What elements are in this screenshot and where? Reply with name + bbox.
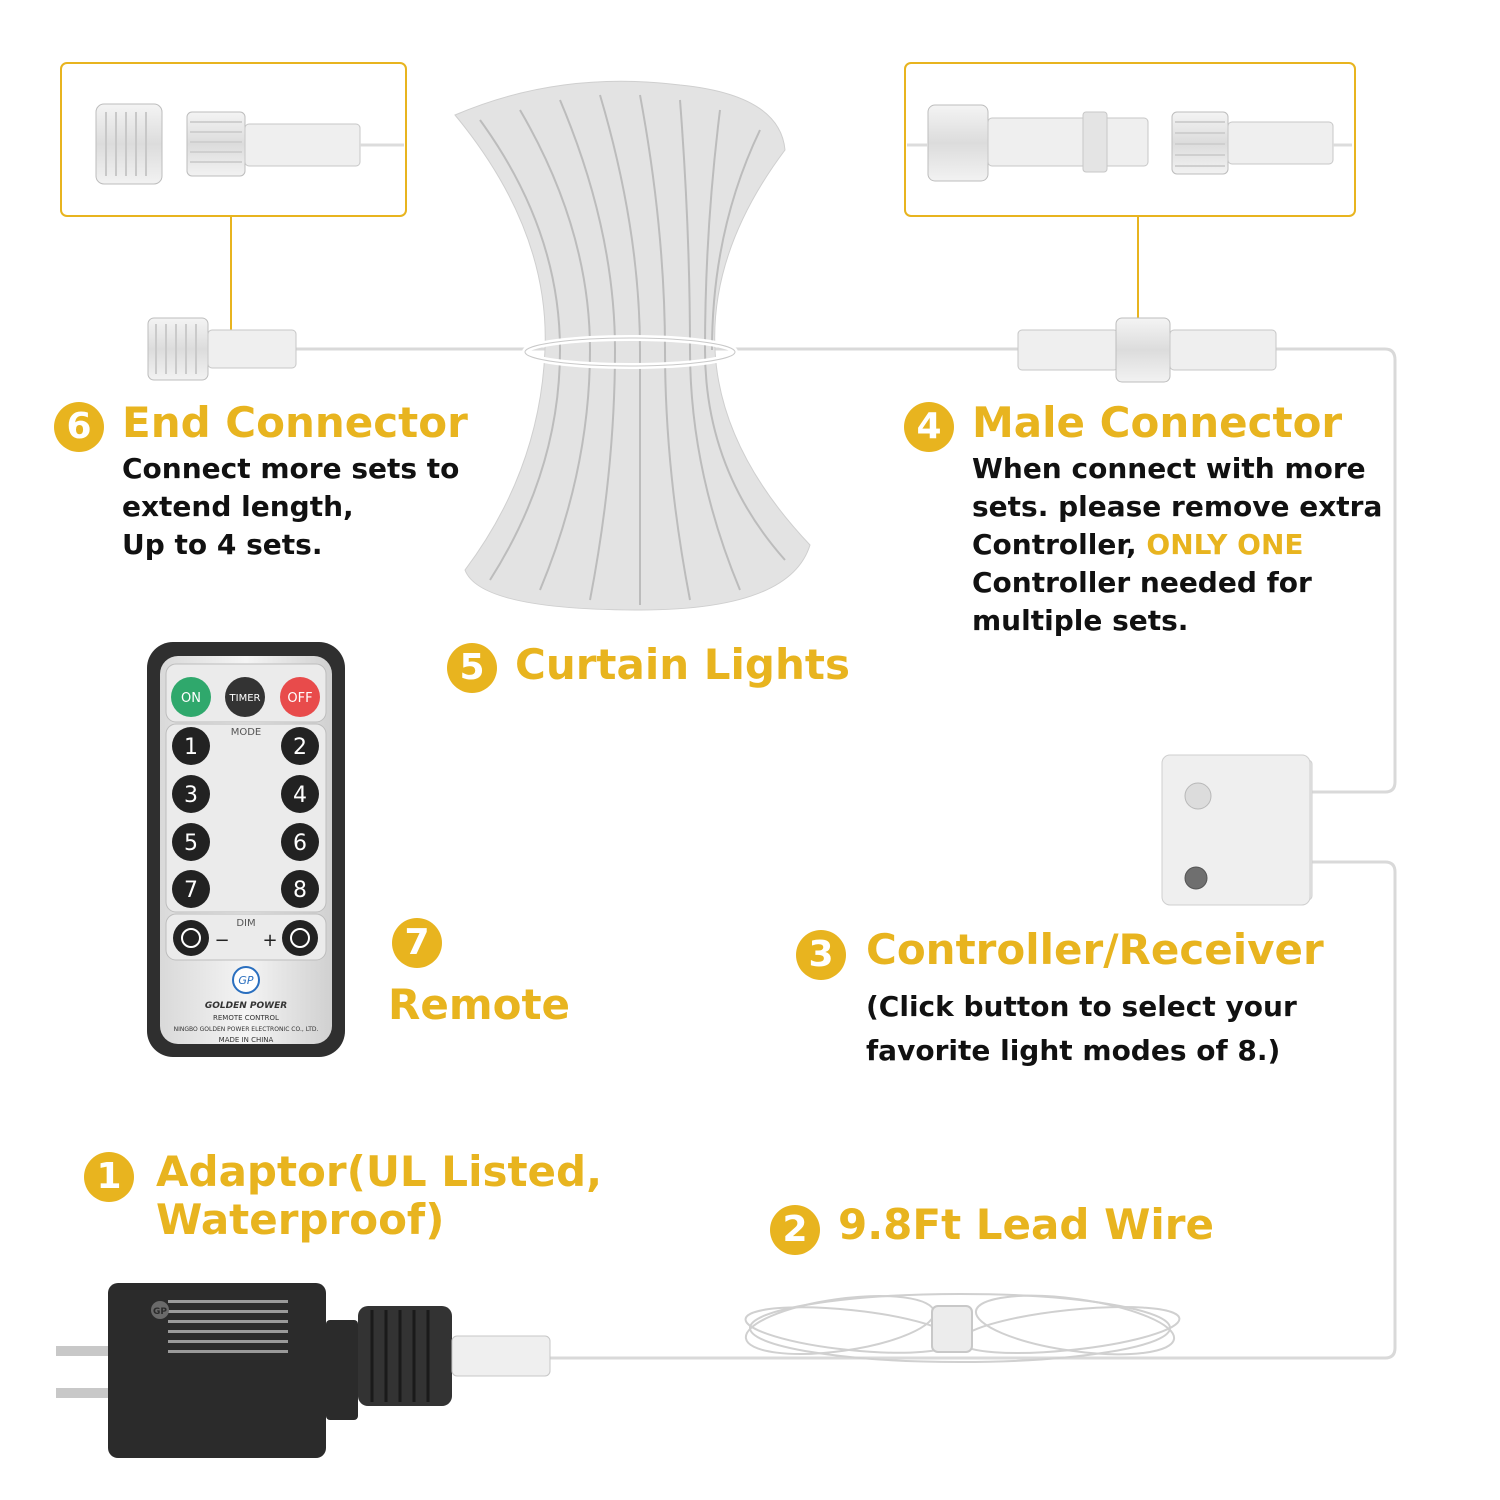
remote-subtitle: REMOTE CONTROL: [213, 1014, 279, 1022]
remote-control-icon: [147, 642, 345, 1057]
remote-dim-label: DIM: [236, 918, 255, 929]
remote-brand: GOLDEN POWER: [205, 1001, 287, 1011]
end-connector-line-1: Connect more sets to: [122, 452, 460, 485]
end-connector-line-2: extend length,: [122, 490, 354, 523]
controller-receiver-icon: [1161, 754, 1313, 906]
male-connector-line-3-prefix: Controller,: [972, 528, 1147, 561]
remote-key-6: 6: [293, 831, 307, 856]
remote-timer-label: TIMER: [229, 693, 261, 704]
controller-line-1: (Click button to select your: [866, 990, 1297, 1023]
remote-off-label: OFF: [287, 691, 312, 706]
curtain-lights-number-badge: 5: [447, 643, 497, 693]
male-connector-line-4: Controller needed for: [972, 566, 1312, 599]
adaptor-title-line-1: Adaptor(UL Listed,: [156, 1147, 603, 1196]
controller-mode-button: [1184, 782, 1212, 810]
lead-wire-coil-icon: [744, 1293, 1181, 1363]
male-connector-number-badge: 4: [904, 402, 954, 452]
remote-key-2: 2: [293, 735, 307, 760]
remote-key-1: 1: [184, 735, 198, 760]
end-cap-detail-icon: [95, 103, 163, 185]
male-connector-title: Male Connector: [972, 398, 1343, 447]
remote-mode-label: MODE: [231, 727, 262, 738]
remote-origin: MADE IN CHINA: [219, 1036, 274, 1044]
controller-line-2: favorite light modes of 8.): [866, 1034, 1281, 1067]
male-connector-detail-box: [904, 62, 1356, 217]
adaptor-number-badge: 1: [84, 1152, 134, 1202]
end-connector-title: End Connector: [122, 398, 468, 447]
end-connector-number-badge: 6: [54, 402, 104, 452]
only-one-highlight: ONLY ONE: [1146, 528, 1304, 561]
male-connector-line-1: When connect with more: [972, 452, 1366, 485]
remote-dim-plus: +: [262, 930, 277, 951]
remote-dim-minus: −: [214, 930, 229, 951]
remote-key-8: 8: [293, 878, 307, 903]
remote-key-5: 5: [184, 831, 198, 856]
lead-wire-number-badge: 2: [770, 1205, 820, 1255]
adaptor-title-line-2: Waterproof): [156, 1195, 445, 1244]
lead-wire-title: 9.8Ft Lead Wire: [838, 1200, 1214, 1249]
remote-on-label: ON: [181, 691, 201, 706]
male-connector-description: When connect with more sets. please remo…: [972, 450, 1382, 640]
remote-title: Remote: [388, 980, 571, 1029]
adaptor-icon: GP: [56, 1283, 551, 1458]
adaptor-title: Adaptor(UL Listed, Waterproof): [156, 1148, 602, 1244]
male-connector-line-5: multiple sets.: [972, 604, 1189, 637]
end-connector-description: Connect more sets to extend length, Up t…: [122, 450, 459, 564]
remote-logo: GP: [238, 974, 254, 987]
end-connector-detail-box: [60, 62, 407, 217]
end-connector-icon: [147, 317, 297, 381]
remote-number-badge: 7: [392, 918, 442, 968]
curtain-lights-title: Curtain Lights: [515, 640, 850, 689]
end-connector-line-3: Up to 4 sets.: [122, 528, 323, 561]
remote-key-7: 7: [184, 878, 198, 903]
controller-sensor: [1184, 866, 1208, 890]
remote-key-4: 4: [293, 783, 307, 808]
male-connector-line-2: sets. please remove extra: [972, 490, 1383, 523]
controller-description: (Click button to select your favorite li…: [866, 985, 1297, 1073]
controller-number-badge: 3: [796, 930, 846, 980]
male-connector-line-3: Controller, ONLY ONE: [972, 526, 1382, 564]
female-plug-detail-icon: [1171, 111, 1352, 175]
remote-company: NINGBO GOLDEN POWER ELECTRONIC CO., LTD.: [174, 1026, 319, 1033]
remote-key-3: 3: [184, 783, 198, 808]
male-plug-detail-icon: [907, 104, 1149, 182]
end-plug-detail-icon: [186, 111, 404, 177]
male-connector-icon: [1017, 317, 1277, 383]
curtain-lights-icon: [454, 80, 811, 611]
controller-title: Controller/Receiver: [866, 925, 1324, 974]
adaptor-logo: GP: [153, 1307, 167, 1317]
